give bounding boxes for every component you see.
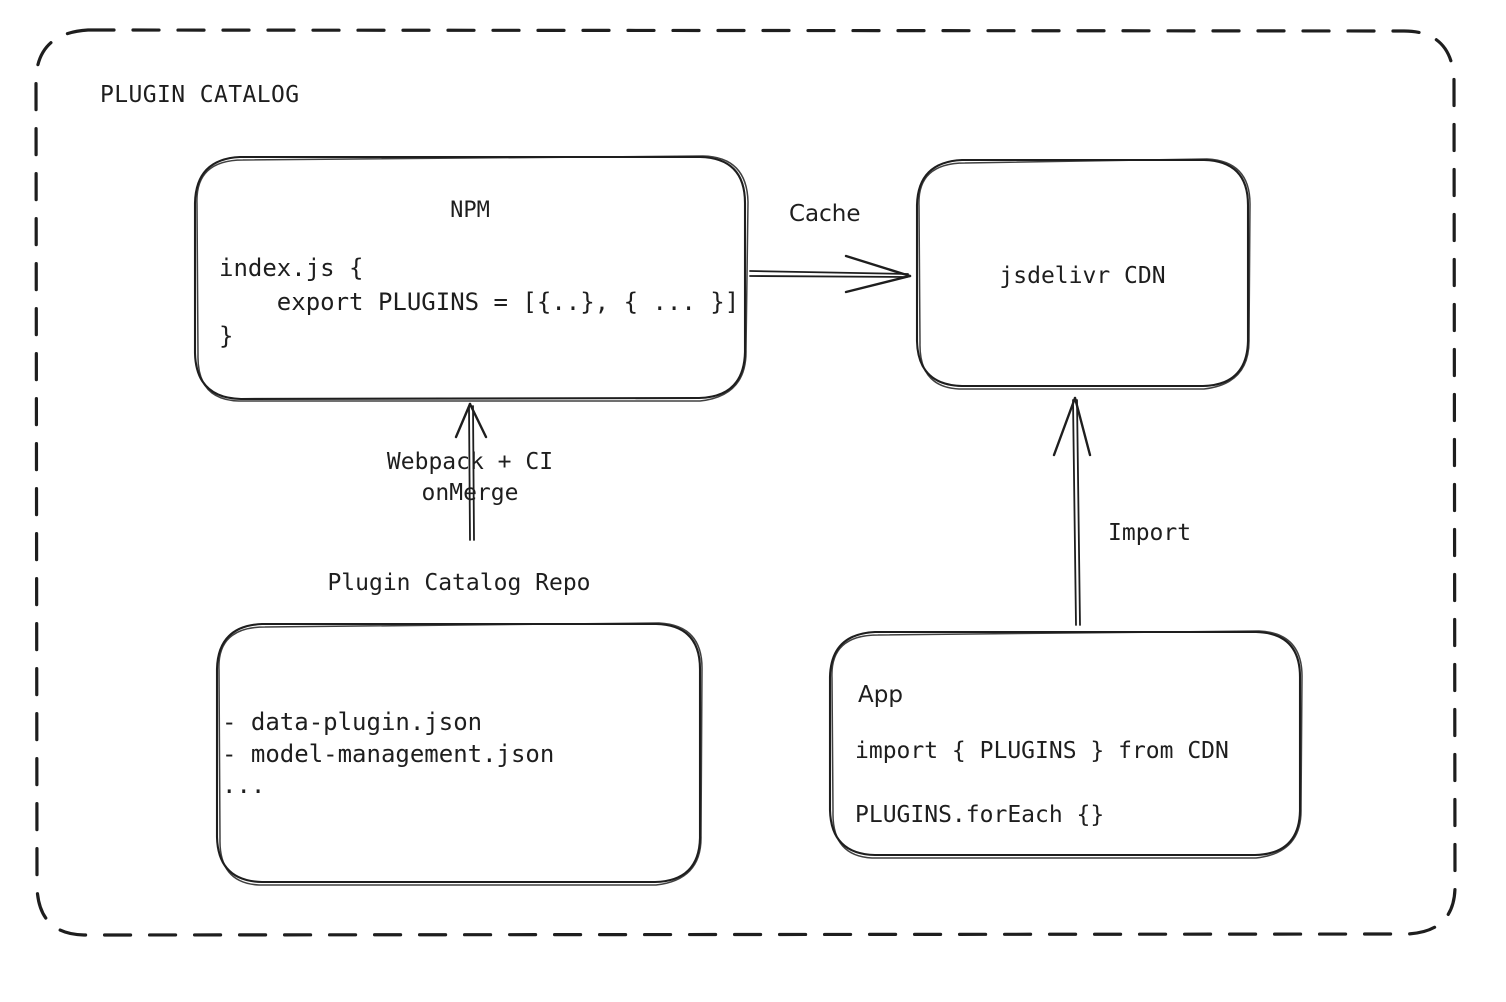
repo-node-label: Plugin Catalog Repo bbox=[327, 570, 591, 596]
npm-node-code: index.js { export PLUGINS = [{..}, { ...… bbox=[219, 254, 740, 351]
app-node-code-line-1: import { PLUGINS } from CDN bbox=[855, 738, 1229, 764]
app-node-title: App bbox=[858, 682, 903, 708]
import-edge-label: Import bbox=[1108, 520, 1192, 546]
app-node-code-line-2: PLUGINS.forEach {} bbox=[855, 802, 1105, 828]
cache-arrow bbox=[749, 254, 912, 294]
cdn-node-title: jsdelivr CDN bbox=[999, 263, 1166, 289]
build-edge-label-line-2: onMerge bbox=[421, 480, 519, 506]
plugin-catalog-title: PLUGIN CATALOG bbox=[100, 82, 300, 108]
import-arrow bbox=[1052, 396, 1092, 626]
cache-edge-label: Cache bbox=[789, 201, 861, 227]
npm-node-title: NPM bbox=[450, 198, 490, 223]
build-edge-label-line-1: Webpack + CI bbox=[386, 449, 554, 475]
repo-node-items: - data-plugin.json - model-management.js… bbox=[222, 708, 555, 800]
